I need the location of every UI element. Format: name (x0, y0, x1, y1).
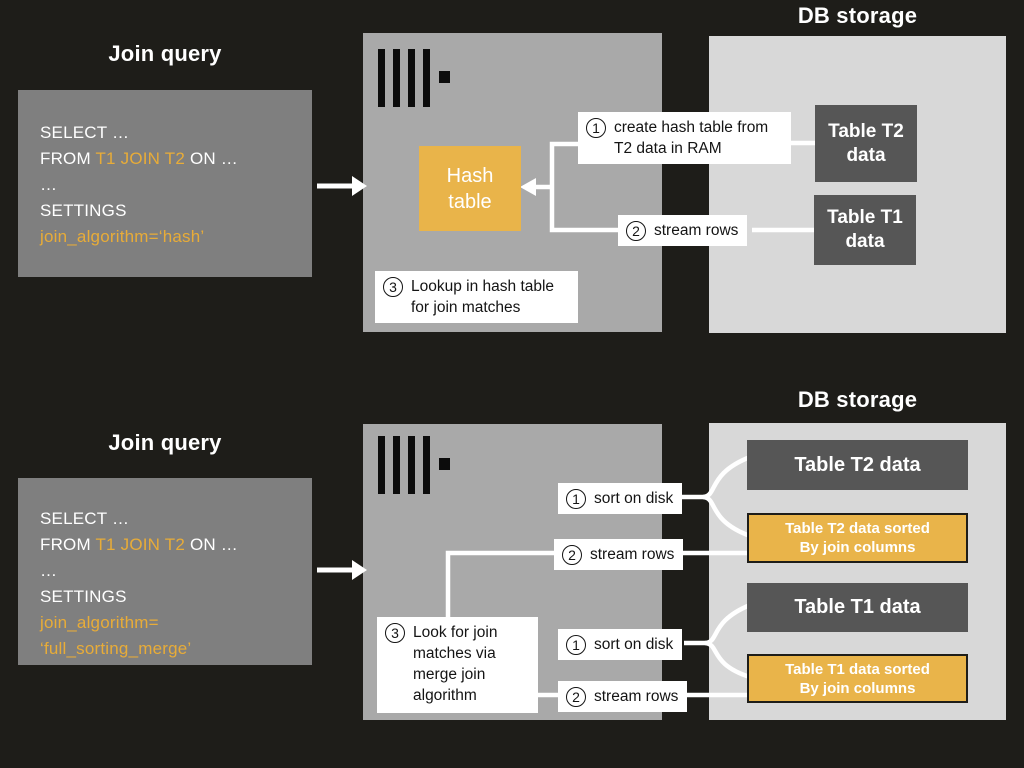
t1-step1-sort-on-disk-note: 1 sort on disk (558, 629, 683, 660)
step3-lookup-note: 3 Lookup in hash table for join matches (375, 271, 578, 323)
code-line: join_algorithm= (40, 613, 159, 632)
code-line: FROM T1 JOIN T2 ON … (40, 149, 238, 168)
table-t2-data-box-bottom: Table T2 data (747, 440, 968, 490)
t1-step2-stream-rows-note: 2 stream rows (558, 681, 688, 712)
t2-step1-sort-on-disk-note: 1 sort on disk (558, 483, 683, 514)
join-query-title-top: Join query (108, 41, 222, 66)
clickhouse-server-icon (378, 49, 450, 107)
code-line: join_algorithm=‘hash’ (40, 227, 205, 246)
step3-merge-join-note: 3 Look for join matches via merge join a… (377, 617, 538, 713)
step2-stream-rows-note-top: 2 stream rows (618, 215, 748, 246)
icon-bar (423, 49, 430, 107)
table-t2-data-box-top: Table T2 data (815, 105, 917, 182)
table-t2-data-sorted-box: Table T2 data sorted By join columns (747, 513, 968, 563)
icon-bar (378, 436, 385, 494)
code-line: FROM T1 JOIN T2 ON … (40, 535, 238, 554)
table-t1-data-sorted-box: Table T1 data sorted By join columns (747, 654, 968, 703)
icon-bar (378, 49, 385, 107)
icon-bar (408, 49, 415, 107)
table-t1-data-box-top: Table T1 data (814, 195, 916, 265)
step-number-circle: 1 (586, 118, 606, 138)
icon-dot (439, 71, 450, 83)
clickhouse-server-icon (378, 436, 450, 494)
icon-bar (393, 49, 400, 107)
db-storage-panel-top (709, 36, 1006, 333)
code-line: SETTINGS (40, 587, 127, 606)
join-query-code-box-top: SELECT … FROM T1 JOIN T2 ON … … SETTINGS… (18, 90, 312, 277)
icon-bar (423, 436, 430, 494)
db-storage-title-bottom: DB storage (797, 387, 918, 412)
step-number-circle: 1 (566, 635, 586, 655)
step-number-circle: 3 (383, 277, 403, 297)
code-line: ‘full_sorting_merge’ (40, 639, 192, 658)
step-number-circle: 3 (385, 623, 405, 643)
step1-create-hash-table-note: 1 create hash table from T2 data in RAM (578, 112, 791, 164)
step-number-circle: 2 (626, 221, 646, 241)
icon-dot (439, 458, 450, 470)
t2-step2-stream-rows-note: 2 stream rows (554, 539, 684, 570)
code-line: SETTINGS (40, 201, 127, 220)
code-line: SELECT … (40, 123, 130, 142)
code-line: SELECT … (40, 509, 130, 528)
code-line: … (40, 561, 58, 580)
step-number-circle: 2 (562, 545, 582, 565)
hash-table-box: Hash table (419, 146, 521, 231)
code-line: … (40, 175, 58, 194)
step-number-circle: 1 (566, 489, 586, 509)
join-query-code-box-bottom: SELECT … FROM T1 JOIN T2 ON … … SETTINGS… (18, 478, 312, 665)
icon-bar (408, 436, 415, 494)
table-t1-data-box-bottom: Table T1 data (747, 583, 968, 632)
icon-bar (393, 436, 400, 494)
db-storage-title-top: DB storage (797, 3, 918, 28)
step-number-circle: 2 (566, 687, 586, 707)
join-query-title-bottom: Join query (108, 430, 222, 455)
